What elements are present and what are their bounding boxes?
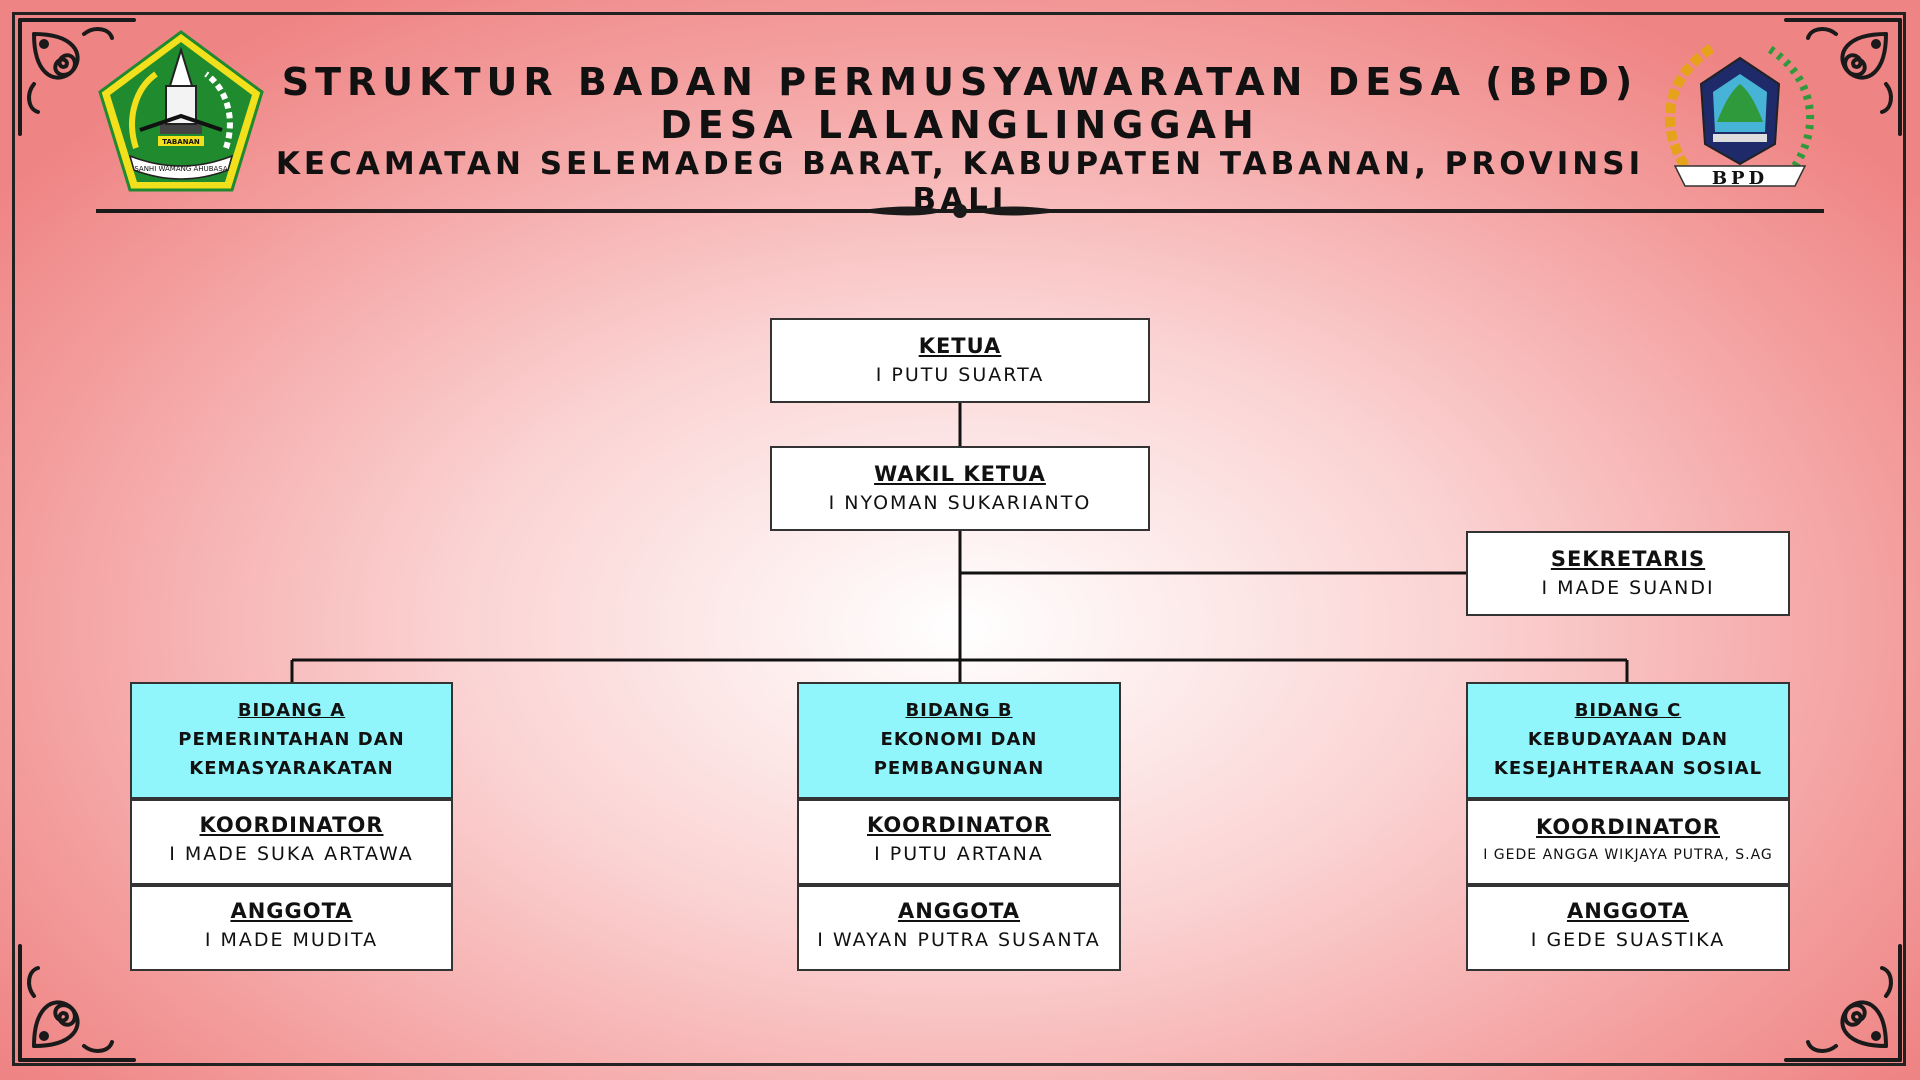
bidang-b-koordinator-box: KOORDINATOR I PUTU ARTANA	[797, 799, 1121, 885]
bidang-b-anggota-role: ANGGOTA	[897, 899, 1021, 923]
bidang-b-anggota-box: ANGGOTA I WAYAN PUTRA SUSANTA	[797, 885, 1121, 971]
bidang-c-anggota-box: ANGGOTA I GEDE SUASTIKA	[1466, 885, 1790, 971]
corner-ornament-icon	[14, 906, 174, 1066]
bidang-a-koordinator-name: I MADE SUKA ARTAWA	[169, 843, 414, 865]
bidang-b-koordinator-role: KOORDINATOR	[867, 813, 1051, 837]
divider-ornament-icon	[96, 196, 1824, 226]
bidang-c-desc-line2: KESEJAHTERAAN SOSIAL	[1493, 758, 1763, 779]
page-subtitle-region: KECAMATAN SELEMADEG BARAT, KABUPATEN TAB…	[275, 146, 1645, 218]
tabanan-emblem-icon: TABANAN SANHI WAMANG AHUBASA	[96, 28, 266, 196]
bidang-b-desc-line1: EKONOMI DAN	[880, 729, 1038, 750]
bpd-emblem-icon: BPD	[1655, 26, 1825, 196]
bidang-b-box: BIDANG B EKONOMI DAN PEMBANGUNAN	[797, 682, 1121, 799]
wakil-ketua-box: WAKIL KETUA I NYOMAN SUKARIANTO	[770, 446, 1150, 531]
bidang-c-koordinator-role: KOORDINATOR	[1536, 815, 1720, 839]
page-subtitle-desa: DESA LALANGLINGGAH	[660, 103, 1260, 147]
bidang-a-box: BIDANG A PEMERINTAHAN DAN KEMASYARAKATAN	[130, 682, 453, 799]
page-frame	[12, 12, 1906, 1066]
wakil-ketua-role: WAKIL KETUA	[874, 462, 1046, 486]
bidang-c-koordinator-name: I GEDE ANGGA WIKJAYA PUTRA, S.AG	[1483, 847, 1773, 863]
corner-ornament-icon	[1746, 14, 1906, 174]
bidang-a-anggota-role: ANGGOTA	[230, 899, 353, 923]
corner-ornament-icon	[1746, 906, 1906, 1066]
bidang-a-anggota-name: I MADE MUDITA	[204, 929, 379, 951]
bidang-b-anggota-name: I WAYAN PUTRA SUSANTA	[817, 929, 1101, 951]
bidang-c-name: BIDANG C	[1574, 700, 1682, 721]
ketua-name: I PUTU SUARTA	[875, 364, 1045, 386]
sekretaris-role: SEKRETARIS	[1550, 547, 1706, 571]
wakil-ketua-name: I NYOMAN SUKARIANTO	[828, 492, 1092, 514]
bidang-a-desc-line1: PEMERINTAHAN DAN	[178, 729, 405, 750]
bidang-a-desc-line2: KEMASYARAKATAN	[189, 758, 394, 779]
bidang-c-box: BIDANG C KEBUDAYAAN DAN KESEJAHTERAAN SO…	[1466, 682, 1790, 799]
sekretaris-box: SEKRETARIS I MADE SUANDI	[1466, 531, 1790, 616]
bidang-a-koordinator-box: KOORDINATOR I MADE SUKA ARTAWA	[130, 799, 453, 885]
bidang-a-name: BIDANG A	[237, 700, 346, 721]
ketua-role: KETUA	[918, 334, 1002, 358]
bidang-c-koordinator-box: KOORDINATOR I GEDE ANGGA WIKJAYA PUTRA, …	[1466, 799, 1790, 885]
sekretaris-name: I MADE SUANDI	[1541, 577, 1715, 599]
bidang-b-name: BIDANG B	[905, 700, 1013, 721]
bidang-a-koordinator-role: KOORDINATOR	[199, 813, 384, 837]
ketua-box: KETUA I PUTU SUARTA	[770, 318, 1150, 403]
bidang-b-desc-line2: PEMBANGUNAN	[873, 758, 1045, 779]
svg-text:BPD: BPD	[1712, 168, 1768, 189]
bidang-b-koordinator-name: I PUTU ARTANA	[874, 843, 1044, 865]
bidang-a-anggota-box: ANGGOTA I MADE MUDITA	[130, 885, 453, 971]
page-title: STRUKTUR BADAN PERMUSYAWARATAN DESA (BPD…	[281, 60, 1639, 104]
bidang-c-desc-line1: KEBUDAYAAN DAN	[1527, 729, 1729, 750]
svg-text:TABANAN: TABANAN	[162, 138, 200, 146]
corner-ornament-icon	[14, 14, 174, 174]
bidang-c-anggota-role: ANGGOTA	[1566, 899, 1690, 923]
bidang-c-anggota-name: I GEDE SUASTIKA	[1530, 929, 1726, 951]
svg-text:SANHI WAMANG AHUBASA: SANHI WAMANG AHUBASA	[134, 165, 228, 173]
